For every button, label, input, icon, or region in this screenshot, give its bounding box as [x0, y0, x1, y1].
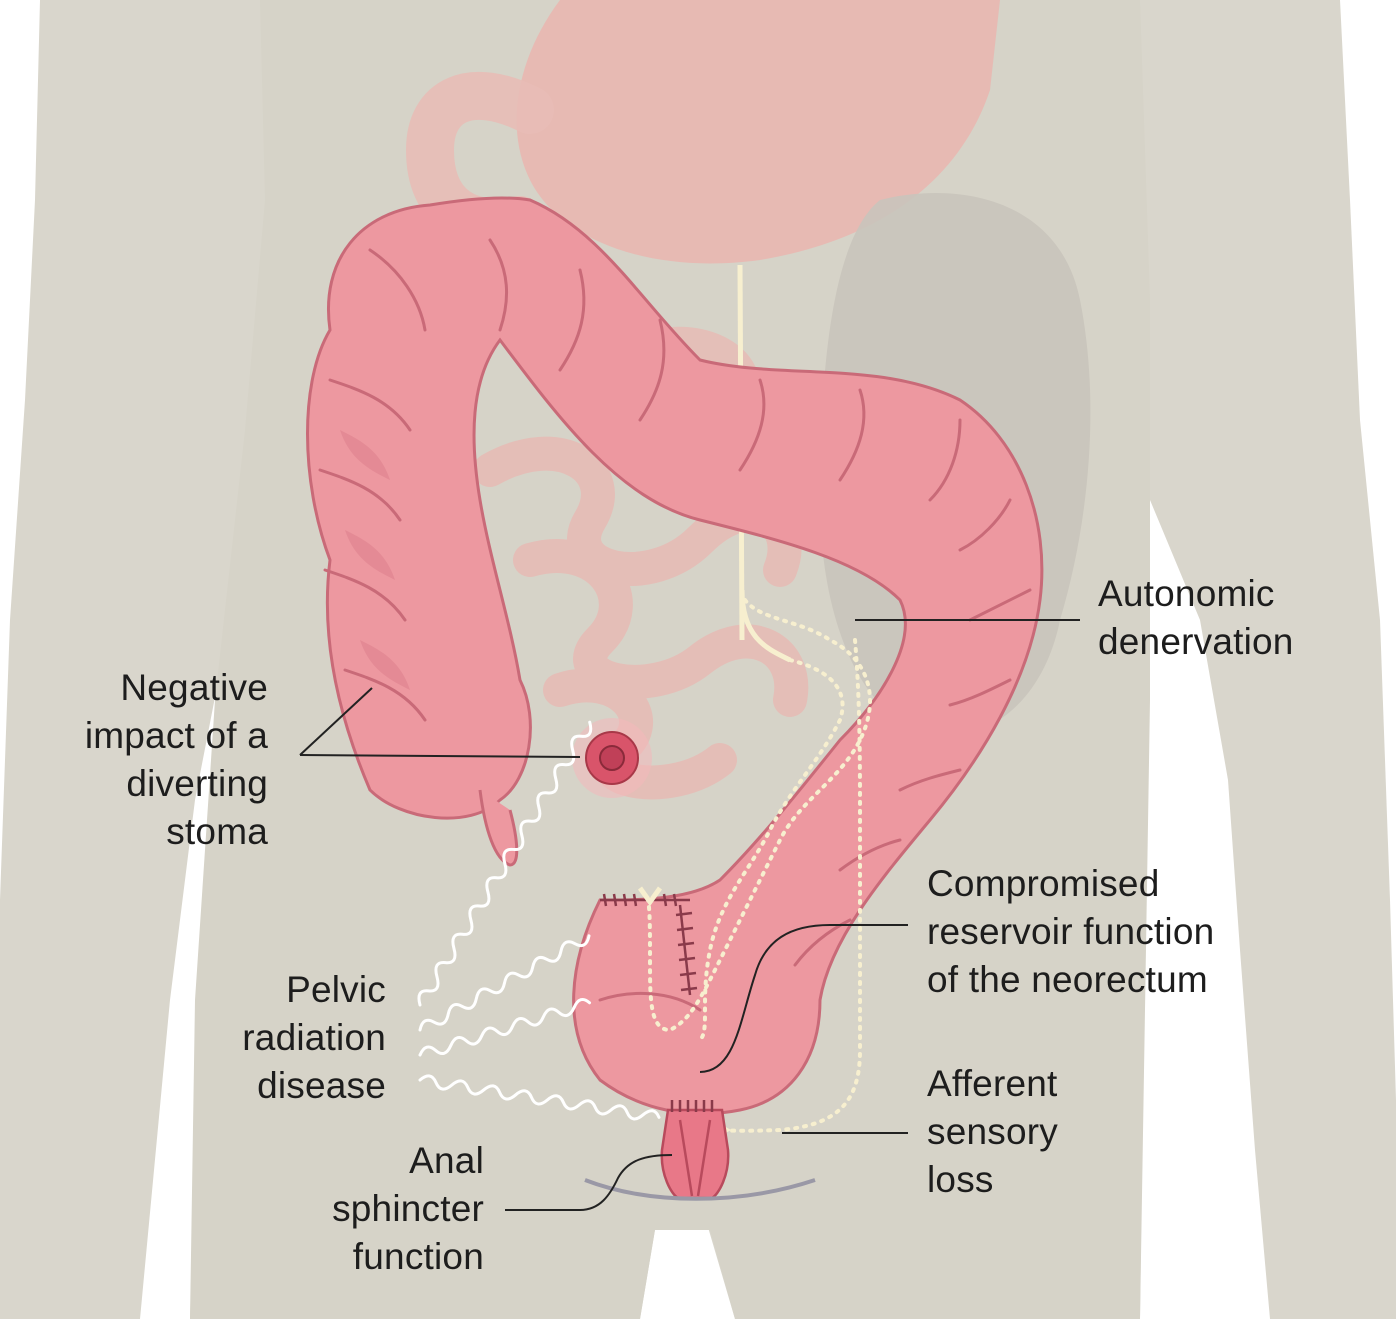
label-diverting-stoma: Negative impact of a diverting stoma — [40, 664, 268, 856]
label-pelvic-radiation: Pelvic radiation disease — [150, 966, 386, 1110]
label-autonomic-denervation: Autonomic denervation — [1098, 570, 1294, 666]
label-anal-sphincter: Anal sphincter function — [250, 1137, 484, 1281]
anal-sphincter — [662, 1100, 728, 1198]
label-afferent-sensory-loss: Afferent sensory loss — [927, 1060, 1058, 1204]
label-reservoir-function: Compromised reservoir function of the ne… — [927, 860, 1214, 1004]
stoma — [572, 718, 652, 798]
